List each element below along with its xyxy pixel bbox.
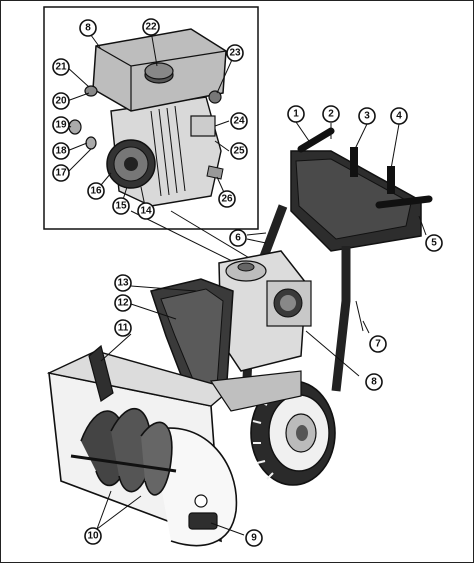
svg-text:8: 8 — [85, 23, 91, 34]
drift-cutter — [88, 344, 114, 402]
callout-25: 25 — [230, 142, 248, 160]
wheel — [250, 380, 336, 486]
callout-20: 20 — [52, 92, 70, 110]
callout-7: 7 — [369, 335, 387, 353]
svg-text:11: 11 — [118, 323, 129, 334]
callout-15: 15 — [112, 197, 130, 215]
svg-text:15: 15 — [115, 201, 127, 212]
augers — [70, 407, 177, 496]
callout-17: 17 — [52, 164, 70, 182]
svg-text:17: 17 — [55, 168, 67, 179]
svg-text:2: 2 — [328, 109, 334, 120]
svg-text:4: 4 — [396, 111, 402, 122]
spark-plug — [208, 90, 222, 104]
svg-text:6: 6 — [235, 233, 241, 244]
svg-text:14: 14 — [140, 206, 152, 217]
frame — [209, 370, 302, 412]
speed-control-knob — [387, 166, 395, 194]
callout-19: 19 — [52, 116, 70, 134]
svg-text:1: 1 — [293, 109, 299, 120]
callout-18: 18 — [52, 142, 70, 160]
callout-9: 9 — [245, 529, 263, 547]
svg-text:3: 3 — [364, 111, 370, 122]
svg-text:7: 7 — [375, 339, 381, 350]
svg-text:18: 18 — [55, 146, 67, 157]
callout-14: 14 — [137, 202, 155, 220]
snowblower-body — [46, 127, 433, 547]
svg-text:8: 8 — [371, 377, 377, 388]
callout-16: 16 — [87, 182, 105, 200]
svg-text:10: 10 — [87, 531, 99, 542]
svg-text:21: 21 — [55, 62, 67, 73]
svg-text:25: 25 — [233, 146, 245, 157]
svg-text:22: 22 — [145, 22, 157, 33]
callout-4: 4 — [390, 107, 408, 125]
svg-text:12: 12 — [117, 298, 129, 309]
callout-8-main: 8 — [365, 373, 383, 391]
callout-23: 23 — [226, 44, 244, 62]
callout-10: 10 — [84, 527, 102, 545]
callout-26: 26 — [218, 190, 236, 208]
right-handle — [375, 195, 433, 209]
svg-text:16: 16 — [90, 186, 102, 197]
skid-shoe — [188, 512, 218, 530]
left-handle — [297, 127, 335, 153]
chute-control-knob — [350, 147, 358, 177]
muffler — [190, 115, 216, 137]
svg-text:26: 26 — [221, 194, 233, 205]
callout-2: 2 — [322, 105, 340, 123]
callout-12: 12 — [114, 294, 132, 312]
svg-text:20: 20 — [55, 96, 67, 107]
callout-5: 5 — [425, 234, 443, 252]
oil-cap — [84, 85, 98, 97]
callout-3: 3 — [358, 107, 376, 125]
callout-6: 6 — [229, 229, 247, 247]
svg-text:5: 5 — [431, 238, 437, 249]
callout-21: 21 — [52, 58, 70, 76]
callout-22: 22 — [142, 18, 160, 36]
svg-text:19: 19 — [55, 120, 67, 131]
drain-plug — [206, 165, 224, 180]
callout-13: 13 — [114, 274, 132, 292]
svg-text:23: 23 — [229, 48, 241, 59]
svg-text:13: 13 — [117, 278, 129, 289]
engine-inset — [43, 6, 259, 230]
callout-24: 24 — [230, 112, 248, 130]
svg-text:24: 24 — [233, 116, 245, 127]
right-handlebar-arm — [331, 246, 351, 392]
callout-1: 1 — [287, 105, 305, 123]
callout-8-inset: 8 — [79, 19, 97, 37]
callout-11: 11 — [114, 319, 132, 337]
svg-text:9: 9 — [251, 533, 257, 544]
